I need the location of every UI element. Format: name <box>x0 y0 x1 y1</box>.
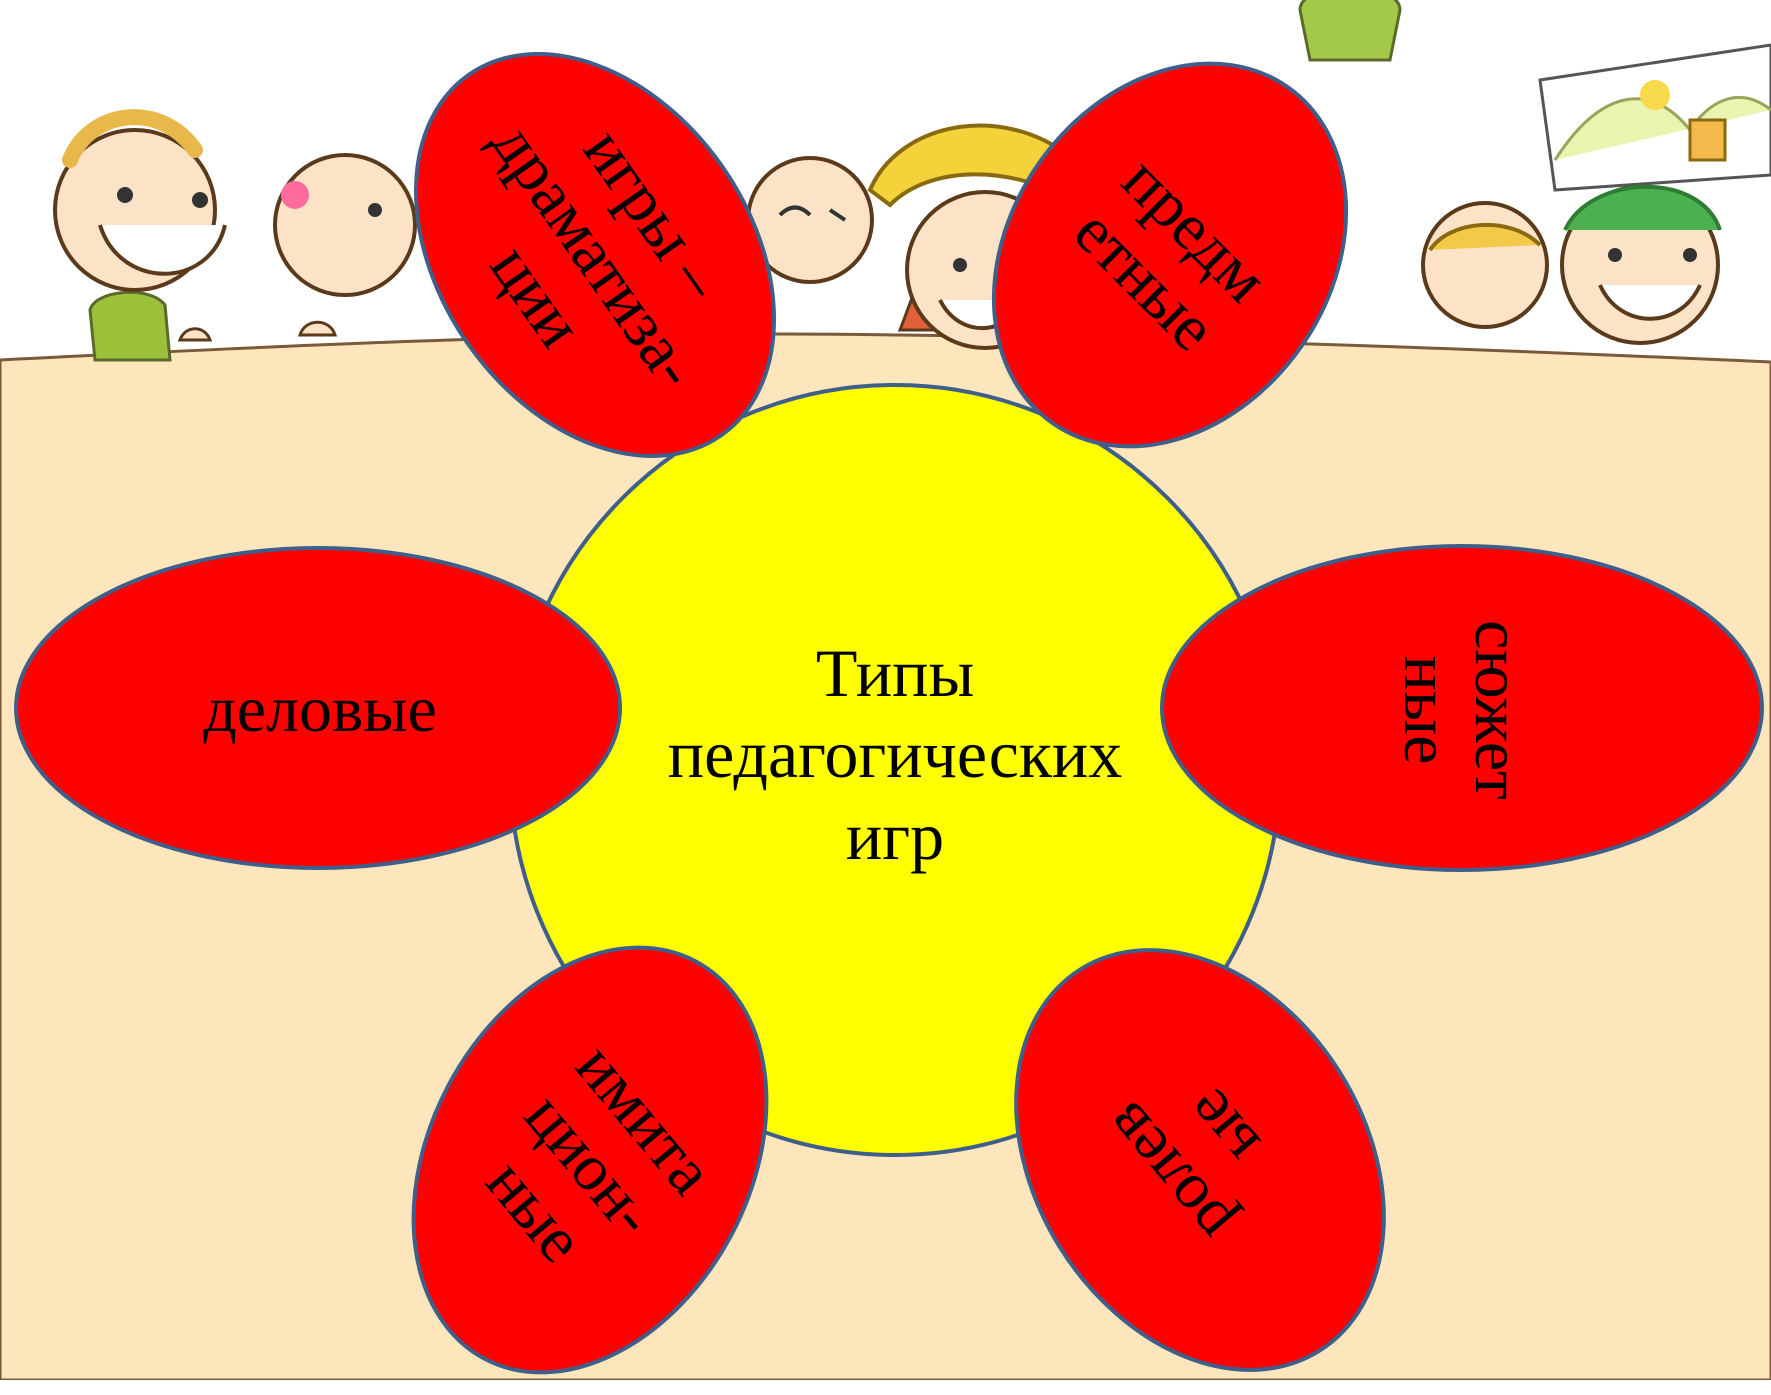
petal-label-plot: сюжет ные <box>1362 510 1562 910</box>
petal-label-business: деловые <box>130 660 510 760</box>
center-label: Типы педагогических игр <box>595 610 1195 900</box>
